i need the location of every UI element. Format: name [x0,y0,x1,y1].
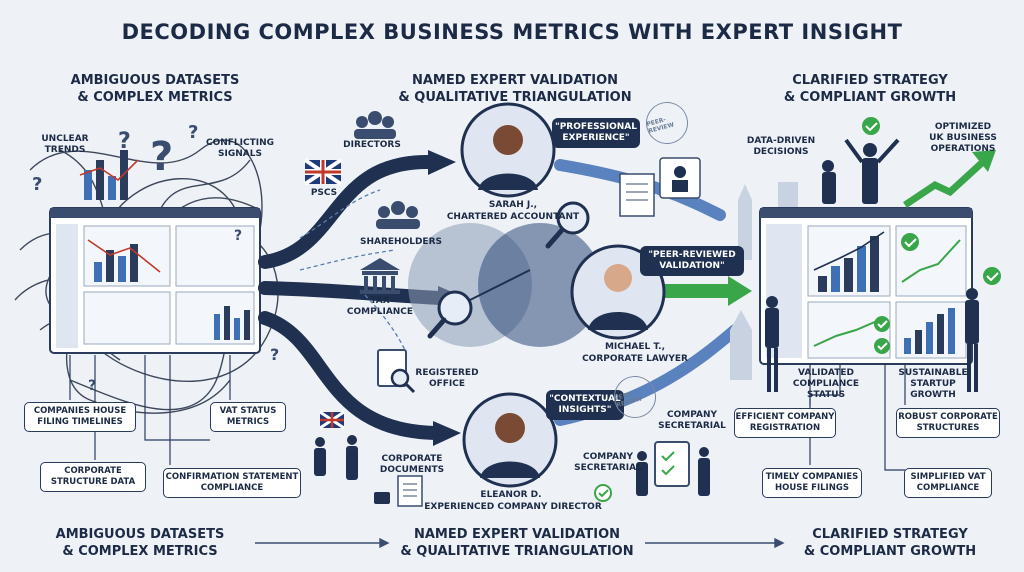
uk-flag-icon [303,158,343,186]
green-check-icon [862,117,1001,354]
magnifier-icon [427,201,590,339]
right-column-header: CLARIFIED STRATEGY & COMPLIANT GROWTH [783,73,957,105]
svg-text:?: ? [234,228,242,244]
registered-office-label: REGISTERED OFFICE [415,368,479,389]
company-secretarial-upper-label: COMPANY SECRETARIAL [658,410,726,431]
eleanor-role: EXPERIENCED COMPANY DIRECTOR [424,502,602,512]
michael-role: CORPORATE LAWYER [582,354,688,364]
svg-text:?: ? [88,378,96,394]
growth-arrow-icon [903,150,996,208]
directors-icon [354,111,396,139]
shareholders-icon [376,201,420,229]
celebrating-people-icon [765,138,979,392]
pscs-label: PSCS [310,188,338,198]
corporate-structure-box: CORPORATE STRUCTURE DATA [40,462,146,492]
page-title: DECODING COMPLEX BUSINESS METRICS WITH E… [121,20,903,44]
contextual-insights-quote: "CONTEXTUAL INSIGHTS" [546,390,624,420]
company-secretarial-lower-label: COMPANY SECRETARIAL [574,452,642,473]
efficient-registration-box: EFFICIENT COMPANY REGISTRATION [734,408,836,438]
unclear-trends-chart-icon [79,150,139,200]
clipboard-icon [654,441,690,487]
expert-portrait-sarah [460,102,556,198]
robust-structures-box: ROBUST CORPORATE STRUCTURES [896,408,1000,438]
confirmation-statement-box: CONFIRMATION STATEMENT COMPLIANCE [163,468,301,498]
svg-text:?: ? [118,129,131,154]
secretarial-people-icon [636,447,710,496]
bottom-right-label: CLARIFIED STRATEGY & COMPLIANT GROWTH [803,527,977,559]
document-icon [374,475,423,507]
sarah-name: SARAH J., [488,200,538,210]
companies-house-box: COMPANIES HOUSE FILING TIMELINES [24,402,136,432]
data-driven-label: DATA-DRIVEN DECISIONS [746,136,816,157]
london-skyline-icon [730,182,798,380]
question-mark-icon: ? ? ? ? ? ? ? [32,122,279,394]
optimized-uk-label: OPTIMIZED UK BUSINESS OPERATIONS [929,122,997,154]
michael-name: MICHAEL T., [604,342,666,352]
svg-text:?: ? [150,134,173,180]
registered-office-icon [377,349,416,394]
conflicting-signals-label: CONFLICTING SIGNALS [205,138,275,159]
peer-reviewed-quote: "PEER-REVIEWED VALIDATION" [640,246,744,276]
svg-text:?: ? [188,122,198,143]
venn-diagram-icon [408,223,602,347]
vat-status-box: VAT STATUS METRICS [210,402,286,432]
corporate-documents-label: CORPORATE DOCUMENTS [379,454,445,475]
svg-text:?: ? [270,345,279,364]
validated-compliance-label: VALIDATED COMPLIANCE STATUS [792,368,860,400]
timely-filings-box: TIMELY COMPANIES HOUSE FILINGS [762,468,862,498]
directors-label: DIRECTORS [343,140,401,150]
bottom-left-label: AMBIGUOUS DATASETS & COMPLEX METRICS [55,527,225,559]
simplified-vat-box: SIMPLIFIED VAT COMPLIANCE [904,468,992,498]
business-people-icon [314,435,358,480]
tax-building-icon [360,258,400,294]
svg-text:?: ? [32,174,42,195]
left-column-header: AMBIGUOUS DATASETS & COMPLEX METRICS [70,73,240,105]
middle-column-header: NAMED EXPERT VALIDATION & QUALITATIVE TR… [398,73,632,105]
sustainable-growth-label: SUSTAINABLE STARTUP GROWTH [898,368,968,400]
check-circle-icon [594,484,612,502]
professional-experience-quote: "PROFESSIONAL EXPERIENCE" [552,118,640,148]
left-dashboard-icon [49,207,261,354]
tax-compliance-label: TAX COMPLIANCE [346,296,414,317]
shareholders-label: SHAREHOLDERS [359,237,442,247]
sarah-role: CHARTERED ACCOUNTANT [446,212,580,222]
documents-icon [619,157,701,217]
bottom-middle-label: NAMED EXPERT VALIDATION & QUALITATIVE TR… [400,527,634,559]
eleanor-name: ELEANOR D. [480,490,542,500]
uk-flag-small-icon [319,410,345,430]
expert-portrait-eleanor [462,392,558,488]
green-arrow-icon [660,276,752,306]
right-dashboard-icon [759,207,973,365]
unclear-trends-label: UNCLEAR TRENDS [41,134,89,155]
